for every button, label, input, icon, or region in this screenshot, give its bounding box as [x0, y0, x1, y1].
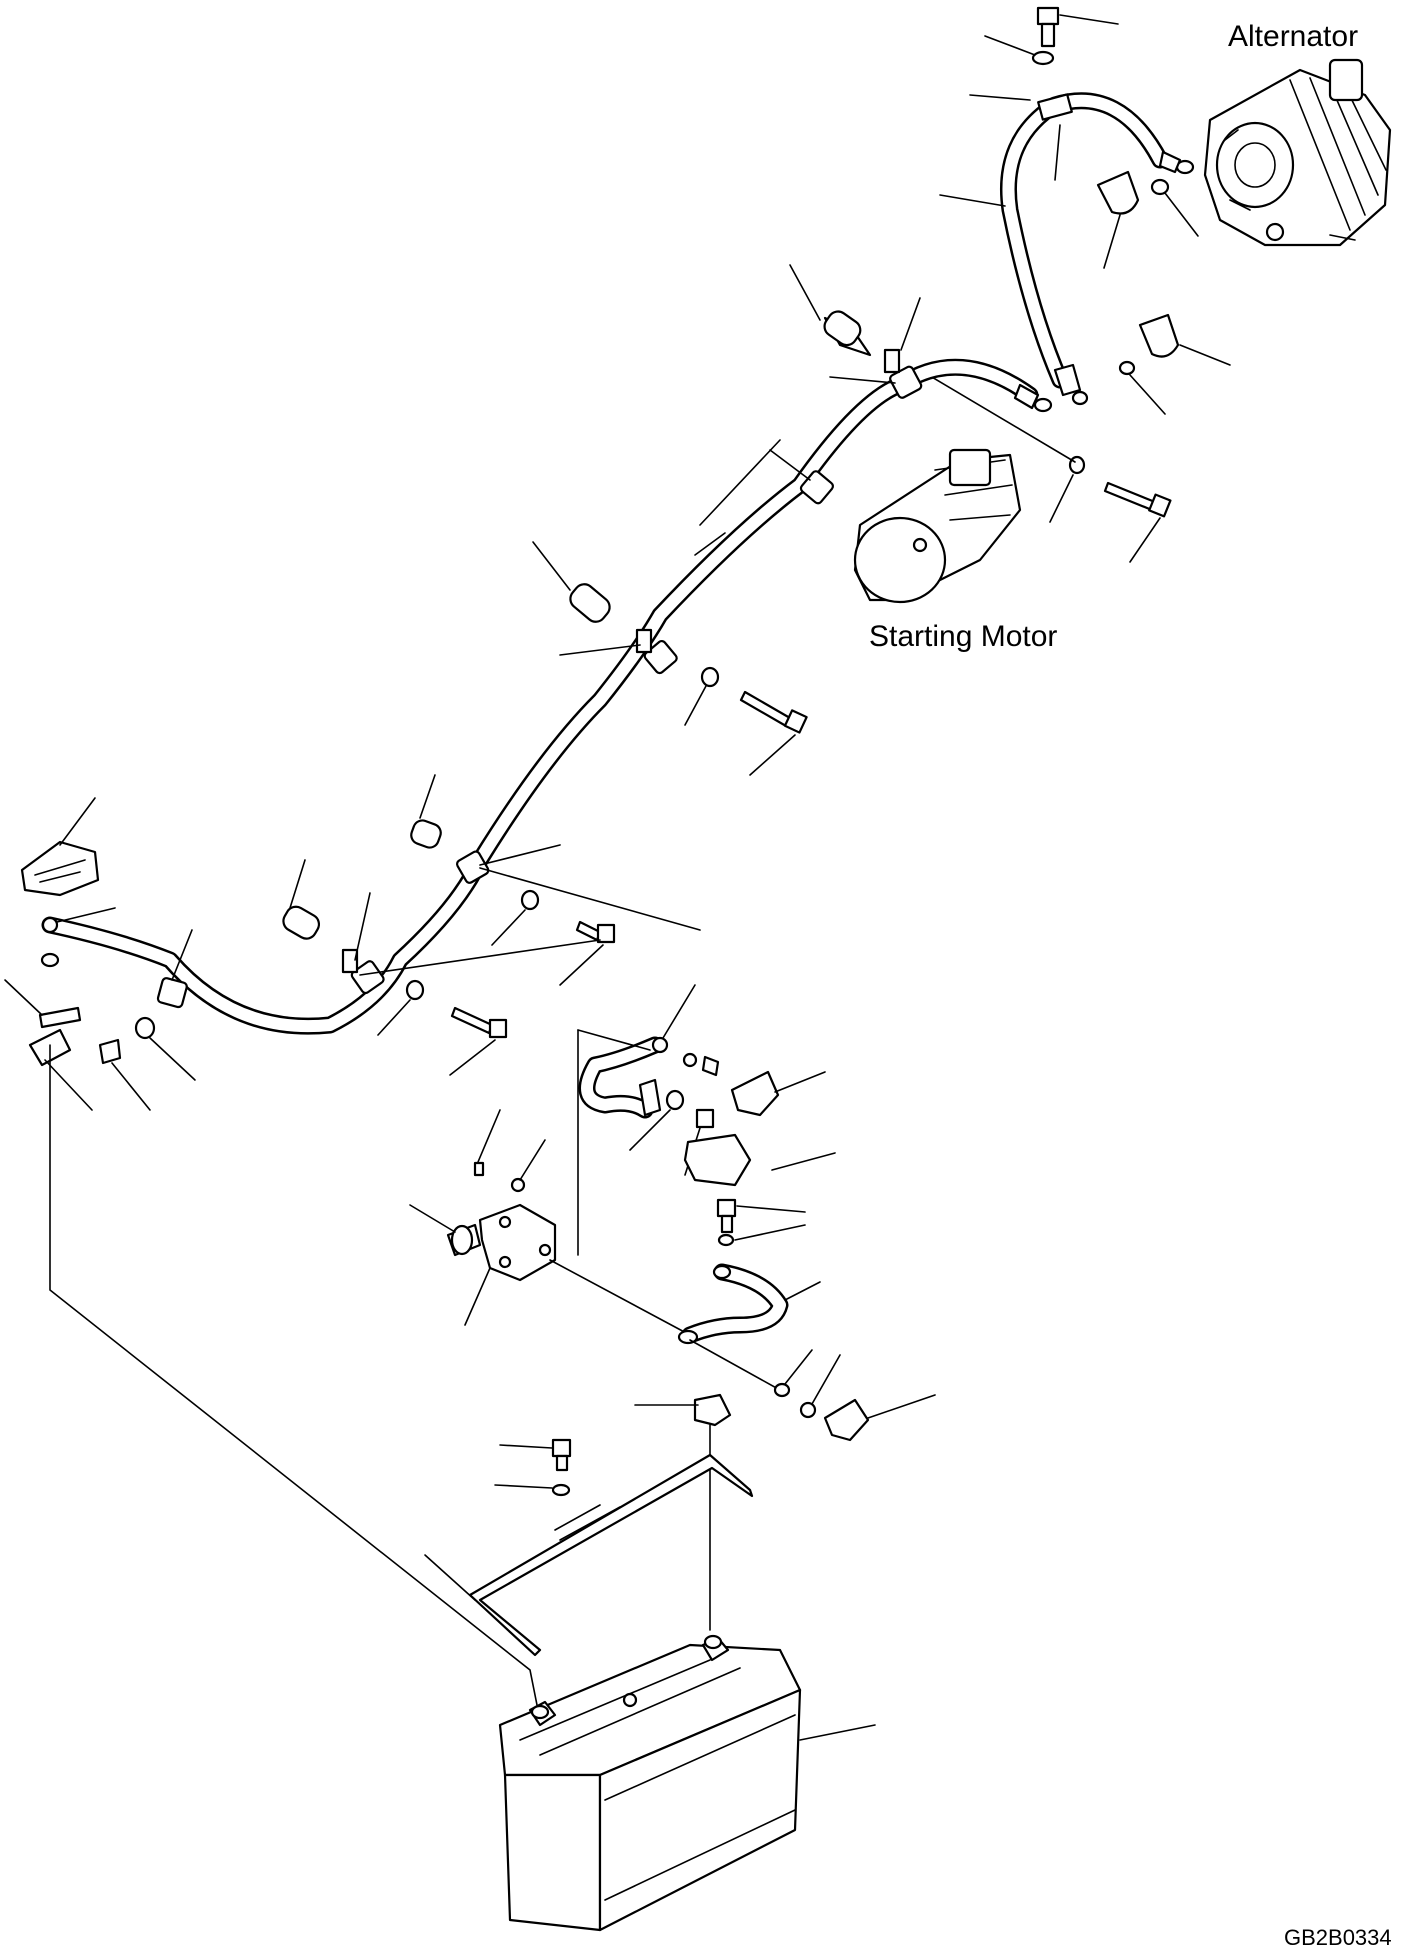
left-terminal-area	[4, 797, 541, 1721]
starting-motor-unit	[853, 448, 1022, 604]
battery-relay	[409, 1109, 691, 1336]
alternator-cable	[939, 92, 1195, 406]
battery-link-cable	[677, 1198, 936, 1442]
starting-motor-label: Starting Motor	[869, 620, 1058, 653]
main-starter-cable	[41, 297, 1053, 1035]
drawing-code: GB2B0334	[1284, 1925, 1392, 1950]
starting-motor-hardware	[919, 369, 1172, 563]
alternator-label: Alternator	[1228, 20, 1359, 53]
battery	[498, 1634, 876, 1932]
battery-clamp	[424, 1393, 754, 1657]
alternator-hardware	[969, 6, 1231, 415]
short-cable-group	[577, 984, 836, 1256]
spacers	[282, 264, 872, 940]
alternator-unit	[1203, 58, 1392, 247]
mounting-bolts	[359, 666, 808, 1076]
